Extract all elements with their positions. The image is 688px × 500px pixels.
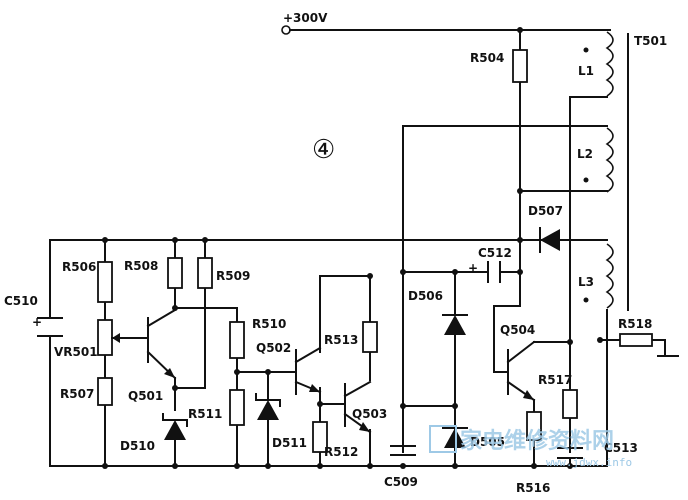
label-r516: R516 [516,481,550,495]
label-q501: Q501 [128,389,163,403]
vr501-wiper [111,333,149,343]
label-c510: C510 [4,294,38,308]
watermark-logo-icon [429,425,457,453]
label-r510: R510 [252,317,286,331]
resistor-r508 [167,257,183,289]
supply-label: +300V [283,11,328,25]
label-r506: R506 [62,260,96,274]
label-c509: C509 [384,475,418,489]
label-r508: R508 [124,259,158,273]
resistor-r506 [97,261,113,303]
transformer-t501: T501 L1 L2 L3 [577,31,667,311]
wiring [49,29,679,467]
diode-d506 [442,314,468,335]
label-d511: D511 [272,436,307,450]
label-d510: D510 [120,439,155,453]
resistor-r507 [97,377,113,406]
transistor-q501 [146,308,177,380]
resistor-r513 [362,321,378,353]
capacitor-c510 [37,317,63,337]
polarity-dot-l3 [583,297,589,303]
transistor-q503 [343,380,372,434]
resistor-r516 [526,411,542,441]
resistor-r511 [229,389,245,426]
transistor-q502 [294,346,322,395]
label-d507: D507 [528,204,563,218]
label-r518: R518 [618,317,652,331]
winding-l3 [605,243,614,309]
label-r509: R509 [216,269,250,283]
label-c512: C512 [478,246,512,260]
label-r507: R507 [60,387,94,401]
watermark: 家电维修资料网 www.jdwx.info [429,425,632,469]
label-c512-polarity: + [468,261,478,275]
label-d505: D505 [470,435,505,449]
label-c513: C513 [604,441,638,455]
diode-d510 [162,413,188,440]
resistor-r517 [562,389,578,419]
label-c510-polarity: + [32,315,42,329]
circle-marker: ④ [312,135,335,165]
watermark-url: www.jdwx.info [546,456,632,469]
winding-l1 [605,31,614,97]
resistor-r510 [229,321,245,359]
label-l1: L1 [578,64,594,78]
label-r517: R517 [538,373,572,387]
capacitor-c512 [487,261,501,283]
label-vr501: VR501 [54,345,98,359]
transistors [146,308,536,434]
label-t501: T501 [634,34,667,48]
polarity-dot-l2 [583,177,589,183]
capacitor-c513 [557,447,583,459]
capacitors [37,261,583,459]
label-q503: Q503 [352,407,387,421]
label-l3: L3 [578,275,594,289]
label-q504: Q504 [500,323,535,337]
label-d506: D506 [408,289,443,303]
polarity-dot-l1 [583,47,589,53]
resistor-vr501 [97,319,113,356]
resistor-r518 [619,333,653,347]
label-q502: Q502 [256,341,291,355]
transistor-q504 [506,340,536,402]
winding-l2 [605,127,614,193]
resistor-r512 [312,421,328,453]
label-r513: R513 [324,333,358,347]
capacitor-c509 [390,445,416,456]
component-labels: R504 R506 R508 R509 R510 C510 + VR501 R5… [4,51,652,495]
resistor-r509 [197,257,213,289]
label-r511: R511 [188,407,222,421]
diode-d507 [539,227,560,253]
resistor-r504 [512,49,528,83]
supply-terminal [281,25,291,35]
watermark-text: 家电维修资料网 [460,428,614,454]
junction-dots [102,27,603,469]
label-l2: L2 [577,147,593,161]
diode-d511 [255,393,281,420]
label-r512: R512 [324,445,358,459]
resistors [97,49,653,453]
label-r504: R504 [470,51,504,65]
